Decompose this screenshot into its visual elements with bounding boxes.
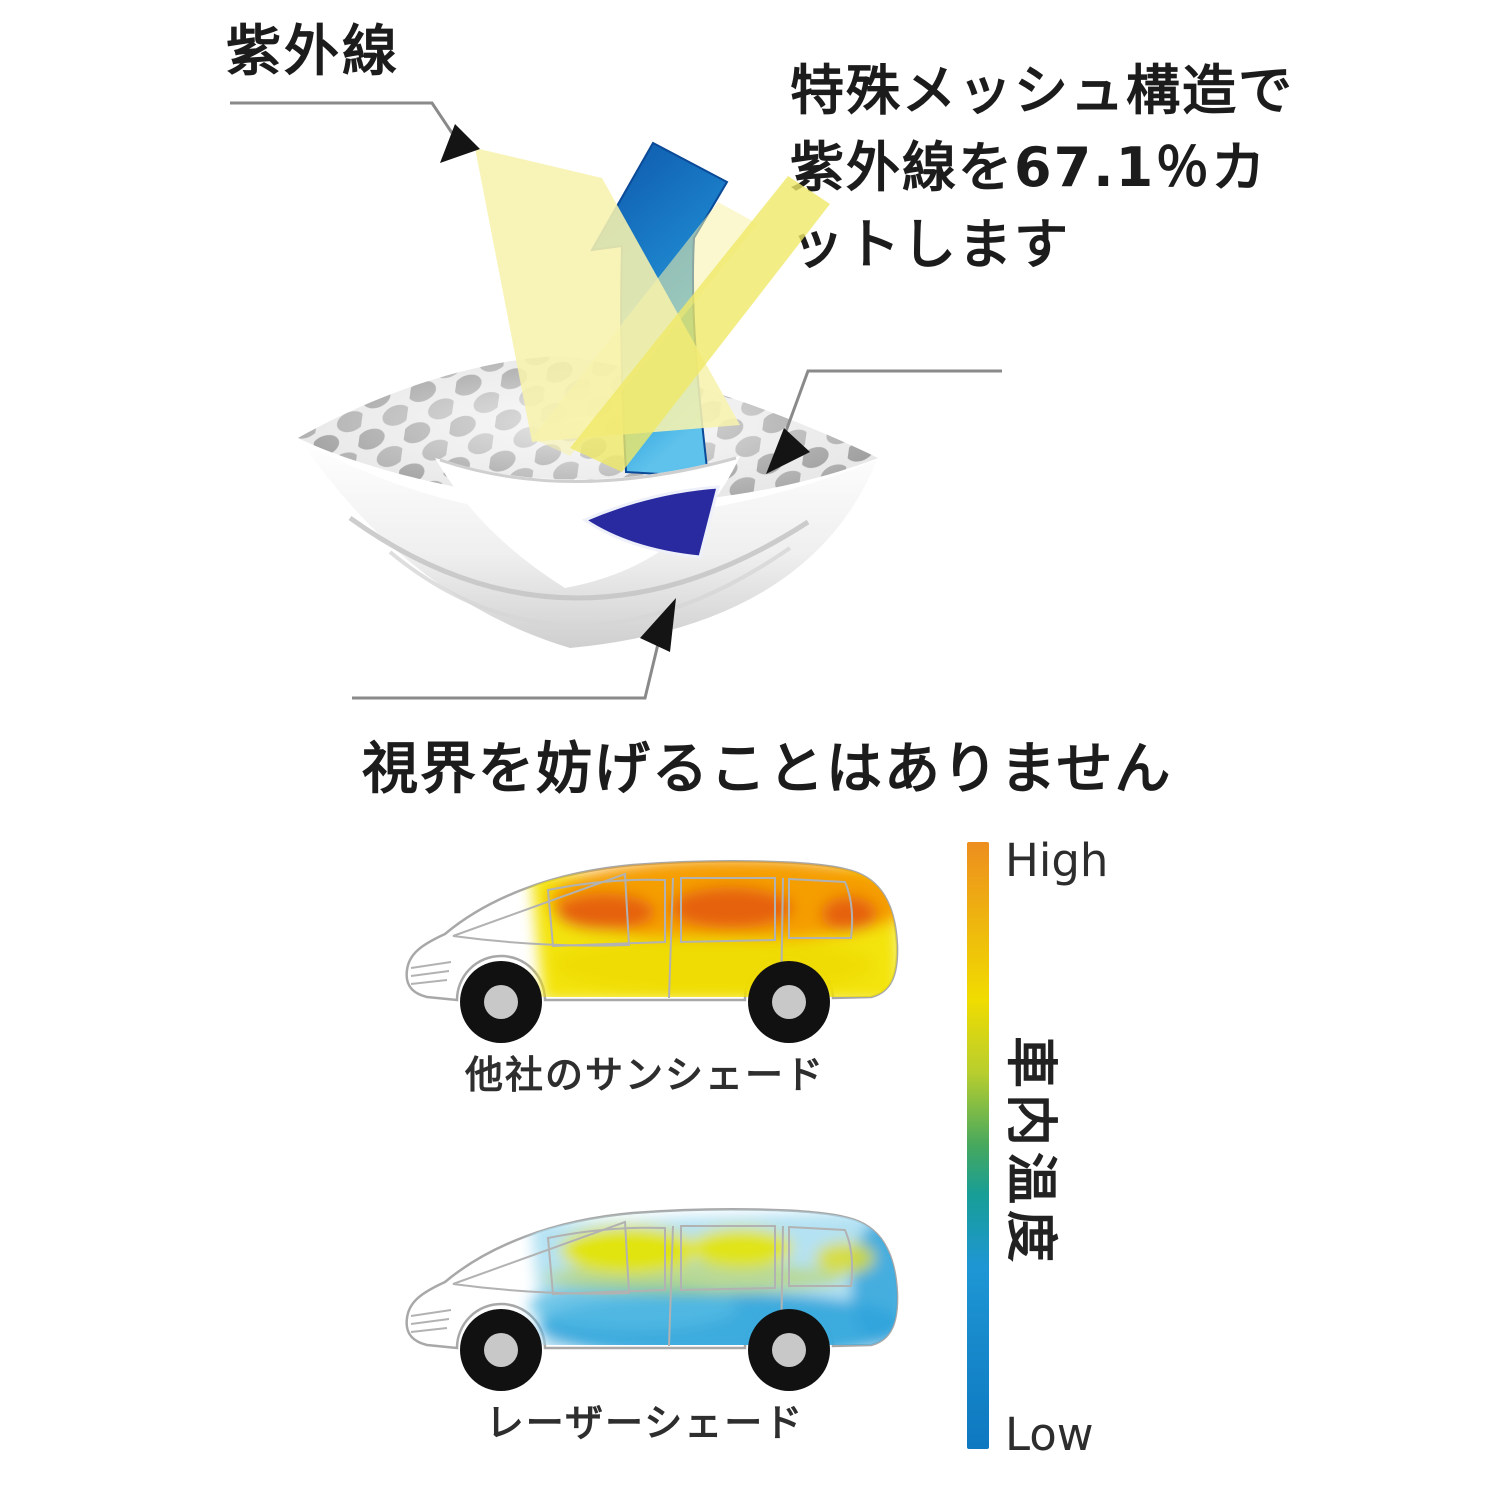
uv-beam-reflected: [570, 176, 830, 472]
temperature-scale-low-label: Low: [1005, 1408, 1094, 1461]
feature-note-line3: ットします: [790, 213, 1070, 276]
uv-rays-label: 紫外線: [226, 19, 401, 83]
underside-arrow-icon: [581, 485, 720, 559]
car-wheels: [460, 961, 830, 1043]
visibility-caption: 視界を妨げることはありません: [362, 737, 1173, 802]
uv-leader-arrowhead-icon: [440, 124, 480, 163]
mesh-feature-note: 特殊メッシュ構造で 紫外線を67.1％カ ットします: [790, 52, 1294, 283]
visibility-leader-arrowhead-icon: [640, 598, 676, 652]
mesh-sheet-illustration: [298, 141, 878, 648]
visibility-leader-line: [352, 598, 676, 700]
uv-beam-reflected-pale: [532, 202, 758, 456]
interior-temperature-axis-label: 車内温度: [1000, 1035, 1060, 1268]
car-laser-shade-label: レーザーシェード: [485, 1401, 805, 1445]
temperature-scale-high-label: High: [1005, 834, 1109, 887]
car-thermal-hot-overlay: [531, 861, 898, 998]
car-window-lines: [410, 1220, 854, 1347]
feature-note-line2: 紫外線を67.1％カ: [790, 136, 1268, 199]
car-other-sunshade-illustration: [405, 860, 899, 1043]
mesh-leader-line: [766, 369, 1002, 474]
uv-leader-line: [230, 101, 480, 163]
car-other-sunshade-label: 他社のサンシェード: [464, 1053, 825, 1097]
feature-note-line1: 特殊メッシュ構造で: [790, 59, 1294, 122]
car-window-lines: [410, 872, 854, 999]
mesh-leader-arrowhead-icon: [766, 428, 810, 474]
car-laser-shade-illustration: [405, 1208, 899, 1391]
temperature-scale-bar: [967, 842, 989, 1449]
car-wheels: [460, 1309, 830, 1391]
